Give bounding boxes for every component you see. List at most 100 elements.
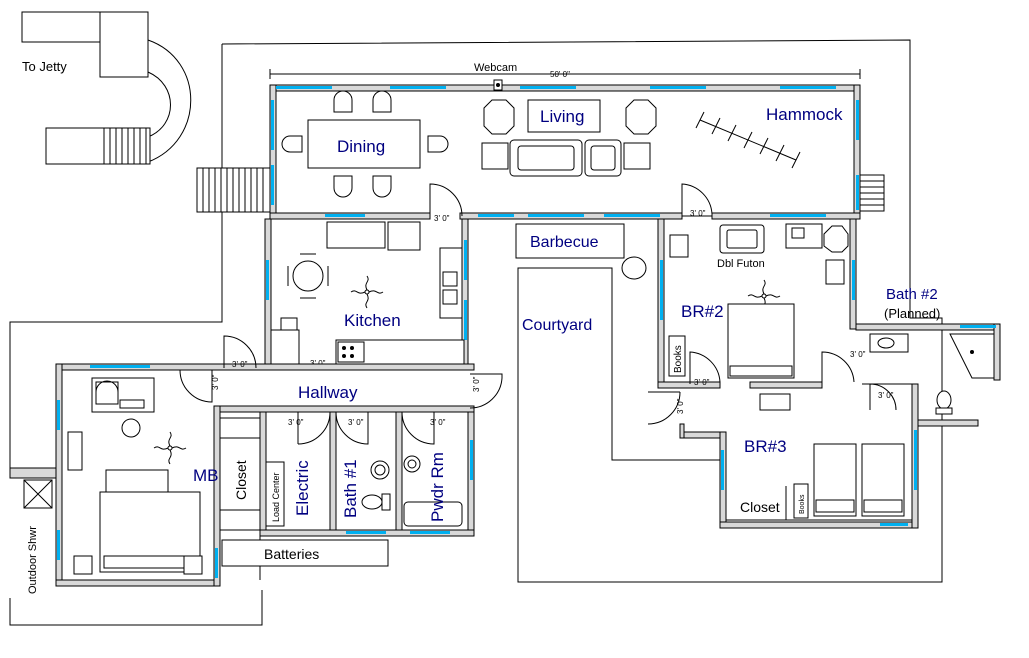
br3-bookshelf: [793, 483, 809, 519]
hallway-label: Hallway: [298, 383, 358, 402]
door-width-br2-bottom: 3' 0": [694, 378, 710, 387]
hammock-icon: [695, 111, 801, 169]
br2-computer: [791, 227, 805, 239]
pwdr-rm-label: Pwdr Rm: [428, 452, 447, 522]
kitchen-windows: [266, 240, 467, 340]
pwdr-door-swing: [401, 411, 435, 445]
bath2-walls: [855, 323, 1001, 427]
dining-door-swing: [429, 183, 463, 217]
door-width-pwdr: 3' 0": [430, 418, 446, 427]
dining-label: Dining: [337, 137, 385, 156]
mb-desk: [91, 377, 155, 413]
load-center-box: [265, 461, 285, 527]
pwdr-tub: [403, 501, 463, 527]
kitchen-table: [287, 253, 329, 299]
bath2-sink: [869, 333, 909, 353]
door-width-hallway-left: 3' 0": [232, 360, 248, 369]
door-width-br2-top: 3' 0": [690, 209, 706, 218]
refrigerator: [387, 221, 421, 251]
dining-chairs: [281, 90, 449, 198]
kitchen-counter-left: [270, 329, 300, 365]
kitchen-counter-right: [439, 247, 463, 319]
mb-bed: [99, 469, 201, 573]
door-width-bath2: 3' 0": [878, 391, 894, 400]
living-sofa: [509, 139, 583, 177]
hallway-door-swing-right: [469, 373, 503, 409]
bath1-sink: [370, 460, 390, 480]
outdoor-shower: [9, 467, 57, 509]
br2-door-swing-bottom: [689, 351, 721, 384]
br2-clock: [669, 234, 689, 258]
br3-closet-label: Closet: [740, 499, 780, 515]
br3-books-label: Books: [799, 494, 806, 514]
mb-nightstand-left: [73, 555, 93, 575]
mb-dresser: [67, 431, 83, 471]
bath2-window: [960, 325, 996, 328]
electric-door-swing: [297, 411, 331, 445]
kitchen-label: Kitchen: [344, 311, 401, 330]
br3-door-swing: [647, 391, 681, 425]
utility-windows: [346, 440, 473, 534]
barbecue-grill: [621, 256, 647, 280]
bath1-label: Bath #1: [341, 459, 360, 518]
mb-door-swing: [179, 369, 213, 403]
to-jetty-label: To Jetty: [22, 59, 67, 74]
br2-bed: [727, 303, 795, 379]
electric-label: Electric: [293, 460, 312, 516]
mb-chair: [121, 418, 141, 438]
mb-nightstand-right: [183, 555, 203, 575]
living-loveseat: [584, 139, 622, 177]
br2-bookshelf: [668, 335, 686, 377]
mb-ceiling-fan-icon: [153, 431, 187, 465]
mb-windows: [57, 365, 218, 578]
curved-walkway: [147, 39, 192, 163]
door-width-bath1: 3' 0": [348, 418, 364, 427]
kitchen-counter-bottom: [335, 339, 465, 365]
dbl-futon: [719, 224, 765, 254]
kitchen-ceiling-fan-icon: [350, 275, 384, 309]
br3-windows: [721, 430, 917, 526]
walkway-steps: [103, 127, 151, 165]
dining-table: [307, 119, 421, 169]
br2-desk-chair: [823, 225, 849, 253]
living-ottoman-left: [481, 142, 509, 170]
hallway-door-swing-left: [223, 335, 257, 369]
hammock-label: Hammock: [766, 105, 843, 124]
living-ottoman-right: [623, 142, 651, 170]
bath2-toilet: [935, 390, 953, 415]
webcam-icon: [493, 79, 503, 91]
br2-door-swing-top: [681, 183, 713, 217]
bath2-shower: [949, 333, 995, 379]
br3-label: BR#3: [744, 437, 787, 456]
bath1-door-swing: [335, 411, 369, 445]
door-width-br2-bath: 3' 0": [850, 350, 866, 359]
door-width-mb: 3' 0": [211, 374, 220, 390]
load-center-label: Load Center: [271, 472, 281, 522]
pwdr-sink: [403, 455, 421, 473]
east-stairs: [857, 174, 885, 212]
door-width-hallway-right: 3' 0": [472, 376, 481, 392]
overall-dimension-line: 50' 0": [269, 69, 861, 79]
br2-ceiling-fan-icon: [747, 279, 781, 313]
living-label: Living: [540, 107, 584, 126]
dbl-futon-label: Dbl Futon: [717, 258, 765, 270]
svg-text:50' 0": 50' 0": [550, 70, 570, 79]
br3-bed-right: [861, 443, 905, 517]
jetty-deck-main: [99, 11, 149, 78]
kitchen-counter-top: [326, 221, 386, 249]
bath2-label: Bath #2: [886, 286, 938, 303]
walkway-landing: [45, 127, 105, 165]
kitchen-microwave: [280, 317, 298, 331]
door-width-electric: 3' 0": [288, 418, 304, 427]
br3-dresser: [759, 393, 791, 411]
jetty-deck-small: [21, 11, 101, 43]
batteries-label: Batteries: [264, 546, 319, 562]
br2-windows: [660, 260, 855, 320]
west-stairs: [196, 167, 272, 213]
bath1-toilet: [361, 493, 391, 511]
br3-bed-left: [813, 443, 857, 517]
courtyard-label: Courtyard: [522, 317, 592, 334]
outdoor-shower-label: Outdoor Shwr: [27, 526, 39, 594]
mb-label: MB: [193, 466, 219, 485]
